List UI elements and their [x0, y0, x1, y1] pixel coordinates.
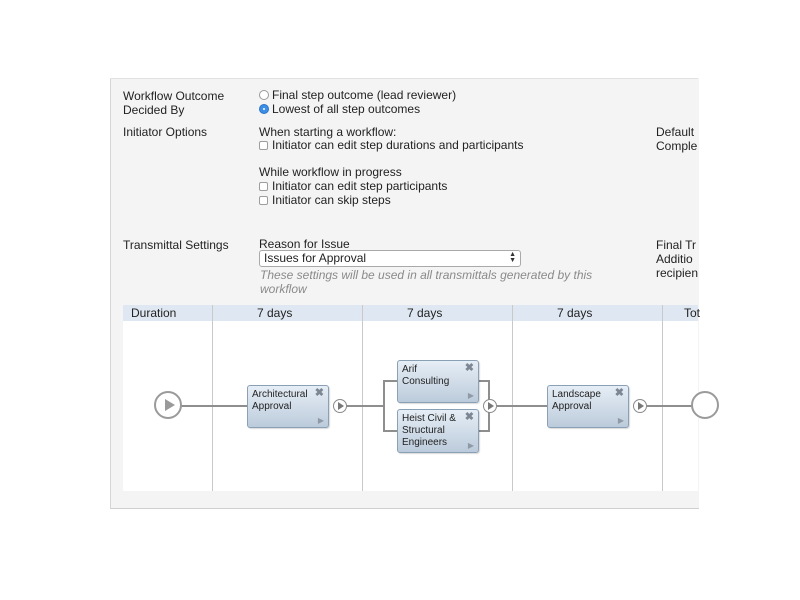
connector-line — [181, 405, 247, 407]
remove-step-icon[interactable]: ✖ — [464, 362, 474, 374]
step-heist-civil-structural-engineers[interactable]: Heist Civil & Structural Engineers ✖ ▶ — [397, 409, 479, 453]
step-name-line: Heist Civil & — [402, 413, 456, 424]
reason-for-issue-label: Reason for Issue — [259, 237, 350, 251]
duration-header-row: Duration 7 days 7 days 7 days Tot — [123, 305, 701, 321]
column-divider — [512, 305, 513, 491]
step-play-icon[interactable] — [633, 399, 647, 413]
outcome-label-line1: Workflow Outcome — [123, 89, 225, 103]
step-name-line: Consulting — [402, 376, 450, 387]
step-name-line: Engineers — [402, 437, 448, 448]
expand-step-icon[interactable]: ▶ — [467, 391, 474, 400]
panel-top-border — [110, 78, 698, 79]
radio-button-selected[interactable] — [259, 104, 269, 114]
connector-line — [497, 405, 547, 407]
step-landscape-approval[interactable]: Landscape Approval ✖ ▶ — [547, 385, 629, 428]
checkbox-edit-step-participants[interactable]: Initiator can edit step participants — [259, 179, 447, 193]
step-architectural-approval[interactable]: Architectural Approval ✖ ▶ — [247, 385, 329, 428]
final-transmittal-label: Final Tr Additio recipien — [656, 238, 698, 280]
column-divider — [212, 305, 213, 491]
column-duration-2[interactable]: 7 days — [407, 306, 443, 320]
initiator-options-label: Initiator Options — [123, 125, 208, 139]
column-duration-3[interactable]: 7 days — [557, 306, 593, 320]
select-arrows-icon: ▲▼ — [509, 251, 516, 264]
checkbox[interactable] — [259, 181, 268, 191]
step-play-icon[interactable] — [333, 399, 347, 413]
final-label-line1: Final Tr — [656, 238, 697, 252]
step-name-line: Arif — [402, 364, 417, 375]
default-label-line1: Default — [656, 125, 695, 139]
start-play-icon[interactable] — [154, 391, 182, 419]
reason-hint: These settings will be used in all trans… — [260, 268, 593, 296]
radio-final-step-outcome[interactable]: Final step outcome (lead reviewer) — [259, 88, 456, 102]
duration-label: Duration — [131, 306, 177, 320]
final-label-line2: Additio — [656, 252, 693, 266]
default-label-line2: Comple — [656, 139, 698, 153]
column-divider — [662, 305, 663, 491]
select-value: Issues for Approval — [264, 251, 367, 265]
step-name-line: Structural — [402, 425, 445, 436]
step-play-icon[interactable] — [483, 399, 497, 413]
reason-for-issue-select[interactable]: Issues for Approval ▲▼ — [259, 250, 521, 267]
connector-line — [647, 405, 698, 407]
radio-button-unselected[interactable] — [259, 90, 269, 100]
expand-step-icon[interactable]: ▶ — [467, 441, 474, 450]
connector-line — [478, 380, 490, 382]
connector-line — [478, 430, 490, 432]
step-name-line: Architectural — [252, 389, 308, 400]
while-in-progress-heading: While workflow in progress — [259, 165, 402, 179]
checkbox-skip-steps[interactable]: Initiator can skip steps — [259, 193, 391, 207]
radio-label: Final step outcome (lead reviewer) — [272, 88, 457, 102]
connector-line — [383, 430, 397, 432]
transmittal-settings-label: Transmittal Settings — [123, 238, 229, 252]
checkbox-label: Initiator can skip steps — [272, 193, 391, 207]
expand-step-icon[interactable]: ▶ — [617, 416, 624, 425]
workflow-outcome-label: Workflow Outcome Decided By — [123, 89, 224, 117]
step-name-line: Landscape — [552, 389, 601, 400]
checkbox[interactable] — [259, 195, 268, 205]
column-divider — [362, 305, 363, 491]
checkbox[interactable] — [259, 140, 268, 150]
total-label: Tot — [684, 306, 701, 320]
final-label-line3: recipien — [656, 266, 699, 280]
checkbox-label: Initiator can edit step participants — [272, 179, 448, 193]
checkbox-edit-durations-participants[interactable]: Initiator can edit step durations and pa… — [259, 138, 523, 152]
radio-label: Lowest of all step outcomes — [272, 102, 421, 116]
step-name-line: Approval — [252, 401, 292, 412]
column-duration-1[interactable]: 7 days — [257, 306, 293, 320]
remove-step-icon[interactable]: ✖ — [314, 387, 324, 399]
checkbox-label: Initiator can edit step durations and pa… — [272, 138, 524, 152]
when-starting-heading: When starting a workflow: — [259, 125, 397, 139]
workflow-diagram: Duration 7 days 7 days 7 days Tot Archit… — [123, 305, 719, 491]
remove-step-icon[interactable]: ✖ — [614, 387, 624, 399]
connector-line — [383, 380, 397, 382]
expand-step-icon[interactable]: ▶ — [317, 416, 324, 425]
outcome-label-line2: Decided By — [123, 103, 185, 117]
connector-line — [341, 405, 385, 407]
radio-lowest-step-outcomes[interactable]: Lowest of all step outcomes — [259, 102, 420, 116]
branch-connector — [383, 380, 385, 432]
step-arif-consulting[interactable]: Arif Consulting ✖ ▶ — [397, 360, 479, 403]
end-circle-icon[interactable] — [691, 391, 719, 419]
default-completion-label: Default Comple — [656, 125, 697, 153]
remove-step-icon[interactable]: ✖ — [464, 411, 474, 423]
step-name-line: Approval — [552, 401, 592, 412]
